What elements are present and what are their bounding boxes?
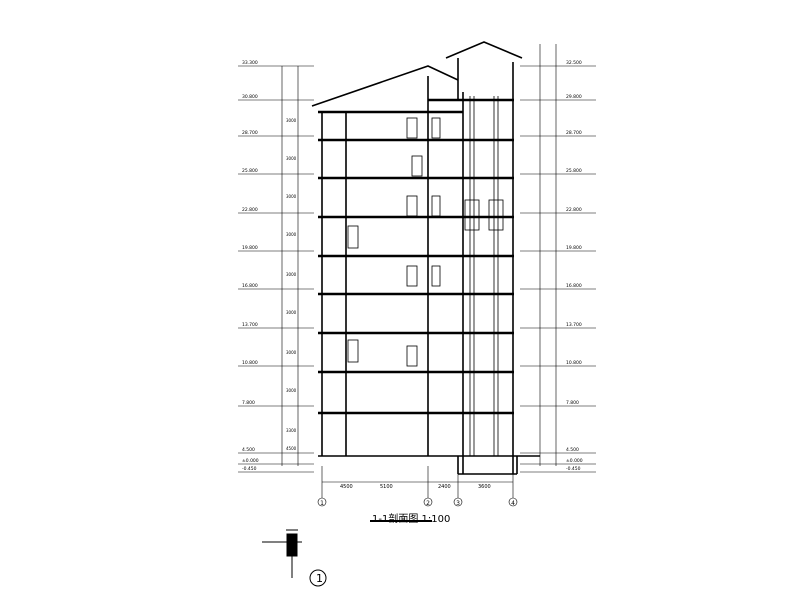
axis-label-3: 3: [456, 500, 460, 507]
elevation-label-right: 29.800: [566, 94, 582, 100]
grid-axis-dimension: [317, 466, 518, 507]
elevation-label-right: 10.800: [566, 360, 582, 366]
elevation-label-left: 13.700: [242, 322, 258, 328]
dimension-lines-right: [539, 44, 557, 466]
drawing-caption: 1-1剖面图 1:100: [372, 510, 450, 525]
elevation-label-right: 19.800: [566, 245, 582, 251]
elevation-label-right: 4.500: [566, 447, 579, 453]
elevation-label-right: 25.800: [566, 168, 582, 174]
elevation-label-right: 28.700: [566, 130, 582, 136]
floor-height-label: 3000: [286, 350, 297, 355]
floor-slabs: [318, 98, 514, 415]
span-label: 5100: [380, 484, 393, 490]
detail-marker-number: 1: [316, 572, 323, 585]
floor-height-label: 3000: [286, 194, 297, 199]
floor-height-label: 3000: [286, 118, 297, 123]
elevation-label-left: ±0.000: [242, 458, 259, 464]
span-label: 3600: [478, 484, 491, 490]
axis-label-1: 1: [320, 500, 324, 507]
elevation-label-right: 7.800: [566, 400, 579, 406]
floor-height-label: 4500: [286, 446, 297, 451]
axis-label-2: 2: [426, 500, 430, 507]
elevation-label-left: 16.800: [242, 283, 258, 289]
elevation-label-right: 32.500: [566, 60, 582, 66]
floor-height-label: 3300: [286, 428, 297, 433]
elevation-label-left: 33.300: [242, 60, 258, 66]
span-label: 4500: [340, 484, 353, 490]
elevation-label-left: 30.800: [242, 94, 258, 100]
detail-fragment: [262, 529, 327, 587]
elevation-label-right: -0.450: [566, 466, 581, 472]
elevation-labels-left: 33.300 30.800 28.700 25.800 22.800 19.800 16.8…: [242, 60, 259, 472]
doors-windows: [347, 117, 441, 367]
floor-height-label: 3000: [286, 310, 297, 315]
elevation-label-left: 22.800: [242, 207, 258, 213]
building-outline: [311, 41, 540, 475]
elevation-label-right: 13.700: [566, 322, 582, 328]
elevation-label-left: 28.700: [242, 130, 258, 136]
floor-height-label: 3000: [286, 388, 297, 393]
elevation-label-right: ±0.000: [566, 458, 583, 464]
elevation-label-right: 16.800: [566, 283, 582, 289]
elevation-label-left: 25.800: [242, 168, 258, 174]
elevation-labels-right: 32.500 29.800 28.700 25.800 22.800 19.800 16.8…: [566, 60, 583, 472]
span-label: 2400: [438, 484, 451, 490]
elevation-label-left: 10.800: [242, 360, 258, 366]
floor-height-label: 3000: [286, 232, 297, 237]
elevation-label-left: 4.500: [242, 447, 255, 453]
elevation-label-right: 22.800: [566, 207, 582, 213]
floor-height-label: 3000: [286, 272, 297, 277]
elevation-label-left: 19.800: [242, 245, 258, 251]
floor-height-label: 3000: [286, 156, 297, 161]
dimension-lines-left: [281, 66, 299, 466]
elevation-marker-lines: [238, 65, 596, 473]
elevation-label-left: -0.450: [242, 466, 257, 472]
drawing-scale: 1:100: [421, 514, 451, 525]
axis-label-4: 4: [511, 500, 515, 507]
drawing-title: 1-1剖面图: [372, 514, 419, 525]
elevation-label-left: 7.800: [242, 400, 255, 406]
elevator-shaft: [464, 96, 504, 456]
floor-height-labels: 3000 3000 3000 3000 3000 3000 3000 3000 3300 4500: [286, 118, 297, 451]
